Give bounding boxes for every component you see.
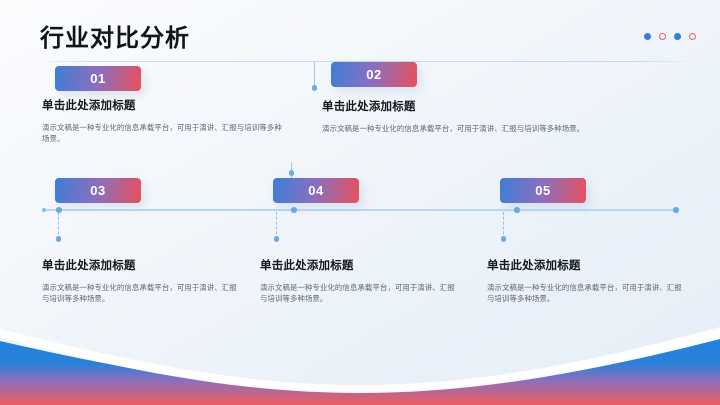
decor-wave <box>0 325 720 405</box>
connector-line-02 <box>314 62 316 90</box>
connector-node-04 <box>273 236 279 242</box>
content-block-05-desc: 演示文稿是一种专业化的信息承载平台，可用于演讲、汇报与培训等多种场景。 <box>487 282 682 304</box>
connector-dash-04 <box>276 212 278 239</box>
content-block-01: 单击此处添加标题 演示文稿是一种专业化的信息承载平台，可用于演讲、汇报与培训等多… <box>42 100 287 145</box>
timeline-node-end <box>673 207 679 213</box>
content-block-04: 单击此处添加标题 演示文稿是一种专业化的信息承载平台，可用于演讲、汇报与培训等多… <box>260 260 458 305</box>
page-title: 行业对比分析 <box>40 25 190 52</box>
decor-wave-white <box>0 327 720 393</box>
number-badge-05-label: 05 <box>535 183 551 198</box>
timeline-node-05 <box>514 207 520 213</box>
content-block-04-title: 单击此处添加标题 <box>260 260 354 272</box>
number-badge-04[interactable]: 04 <box>273 178 359 203</box>
content-block-01-desc: 演示文稿是一种专业化的信息承载平台，可用于演讲、汇报与培训等多种场景。 <box>42 122 282 144</box>
connector-node-04-top <box>288 170 294 176</box>
connector-node-02 <box>311 85 317 91</box>
connector-dash-05 <box>503 212 505 239</box>
number-badge-03-label: 03 <box>90 183 106 198</box>
timeline-bar <box>42 209 678 211</box>
content-block-02-desc: 演示文稿是一种专业化的信息承载平台，可用于演讲、汇报与培训等多种场景。 <box>322 123 585 133</box>
content-block-03-title: 单击此处添加标题 <box>42 260 136 272</box>
timeline-node-03 <box>56 207 62 213</box>
content-block-01-title: 单击此处添加标题 <box>42 100 136 112</box>
content-block-05: 单击此处添加标题 演示文稿是一种专业化的信息承载平台，可用于演讲、汇报与培训等多… <box>487 260 685 305</box>
title-divider <box>46 61 686 62</box>
decor-dot-4-icon <box>689 33 696 40</box>
number-badge-02-label: 02 <box>366 67 382 82</box>
content-block-03-desc: 演示文稿是一种专业化的信息承载平台，可用于演讲、汇报与培训等多种场景。 <box>42 282 237 304</box>
connector-dash-03 <box>58 212 60 239</box>
timeline-node-start <box>42 208 46 212</box>
decor-wave-svg <box>0 327 720 405</box>
connector-node-03 <box>55 236 61 242</box>
timeline-axis <box>42 207 679 213</box>
content-block-05-title: 单击此处添加标题 <box>487 260 581 272</box>
connector-node-05 <box>500 236 506 242</box>
content-block-03: 单击此处添加标题 演示文稿是一种专业化的信息承载平台，可用于演讲、汇报与培训等多… <box>42 260 240 305</box>
decor-wave-color <box>0 339 720 405</box>
content-block-02-title: 单击此处添加标题 <box>322 101 416 113</box>
number-badge-05[interactable]: 05 <box>500 178 586 203</box>
number-badge-01[interactable]: 01 <box>55 66 141 91</box>
content-block-02: 单击此处添加标题 演示文稿是一种专业化的信息承载平台，可用于演讲、汇报与培训等多… <box>322 101 712 134</box>
decor-dot-group <box>644 33 696 40</box>
content-block-04-desc: 演示文稿是一种专业化的信息承载平台，可用于演讲、汇报与培训等多种场景。 <box>260 282 455 304</box>
number-badge-04-label: 04 <box>308 183 324 198</box>
number-badge-02[interactable]: 02 <box>331 62 417 87</box>
decor-dot-2-icon <box>659 33 666 40</box>
decor-dot-1-icon <box>644 33 651 40</box>
number-badge-03[interactable]: 03 <box>55 178 141 203</box>
timeline-node-04 <box>291 207 297 213</box>
number-badge-01-label: 01 <box>90 71 106 86</box>
decor-dot-3-icon <box>674 33 681 40</box>
